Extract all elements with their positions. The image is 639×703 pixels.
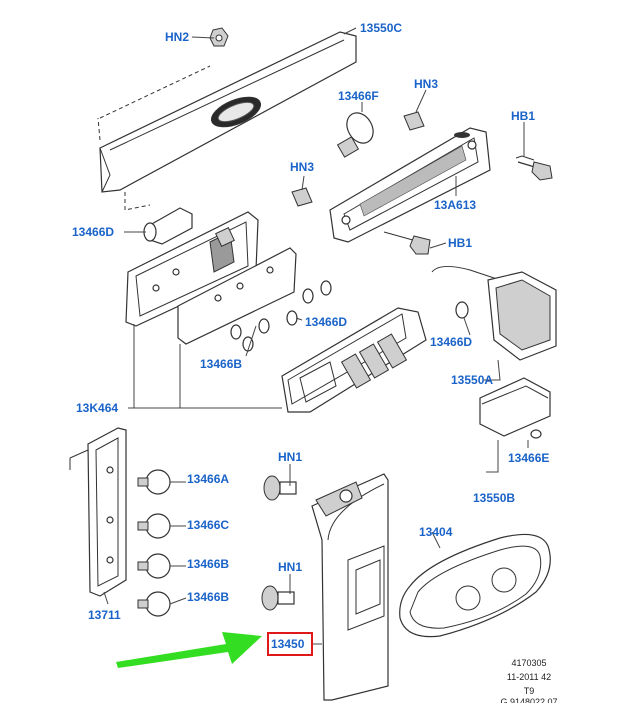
hn1-fastener-top xyxy=(263,475,297,501)
label-13550c: 13550C xyxy=(360,21,403,35)
label-hn2: HN2 xyxy=(165,30,190,44)
label-13466d-right: 13466D xyxy=(430,335,473,349)
footer-ref-id: G 9148022 07 xyxy=(500,697,558,703)
label-13466b-mid: 13466B xyxy=(187,557,230,571)
tail-lamp-13450 xyxy=(311,473,389,701)
label-13466d-mid: 13466D xyxy=(305,315,348,329)
label-13466b-bottom: 13466B xyxy=(187,590,230,604)
leader-lines xyxy=(103,27,529,645)
highlight-box-13450 xyxy=(267,632,313,656)
bulb-13466d-right xyxy=(455,301,469,319)
label-13a613: 13A613 xyxy=(434,198,477,212)
label-hn3-top: HN3 xyxy=(414,77,439,91)
label-13k464: 13K464 xyxy=(76,401,119,415)
label-hn1-bottom: HN1 xyxy=(278,560,303,574)
label-hn3-mid: HN3 xyxy=(290,160,315,174)
label-13466e: 13466E xyxy=(508,451,550,465)
side-lamp-13550a xyxy=(431,266,557,361)
hn2-nut xyxy=(209,27,229,47)
label-13550a: 13550A xyxy=(451,373,494,387)
label-13550b: 13550B xyxy=(473,491,516,505)
bulb-13466e xyxy=(530,429,542,439)
bulb-13466f xyxy=(336,112,374,158)
hn3-clip-top xyxy=(403,111,425,131)
label-13466d-left: 13466D xyxy=(72,225,115,239)
label-13466c: 13466C xyxy=(187,518,230,532)
label-13466b-top: 13466B xyxy=(200,357,243,371)
label-13450: 13450 xyxy=(271,637,305,651)
hn1-fastener-bottom xyxy=(261,585,295,611)
footer-ref-code: T9 xyxy=(523,686,535,696)
hb1-screw-top xyxy=(515,155,553,181)
lens-13404 xyxy=(399,533,551,638)
label-13466a: 13466A xyxy=(187,472,230,486)
brake-light-housing-13550c xyxy=(97,31,357,211)
rear-lamp-13k464 xyxy=(281,307,427,413)
circuit-plate-13k464 xyxy=(177,247,297,345)
footer-ref-number: 4170305 xyxy=(511,658,547,668)
label-13466f: 13466F xyxy=(338,89,379,103)
bulb-holder-plate xyxy=(125,211,259,327)
bulbs-carrier xyxy=(137,469,171,617)
label-hb1-top: HB1 xyxy=(511,109,536,123)
footer-ref-date: 11-2011 42 xyxy=(506,672,552,682)
label-13404: 13404 xyxy=(419,525,453,539)
hn3-clip-mid xyxy=(291,187,313,207)
hb1-screw-mid xyxy=(383,231,431,255)
bulb-carrier-13711 xyxy=(69,427,127,597)
label-hn1-top: HN1 xyxy=(278,450,303,464)
lamp-assembly-13a613 xyxy=(329,127,491,243)
label-hb1-mid: HB1 xyxy=(448,236,473,250)
small-lamp-13550b xyxy=(479,377,551,437)
label-13711: 13711 xyxy=(88,608,121,622)
bulb-13466d-left xyxy=(143,207,193,245)
green-pointer-arrow xyxy=(116,632,262,668)
